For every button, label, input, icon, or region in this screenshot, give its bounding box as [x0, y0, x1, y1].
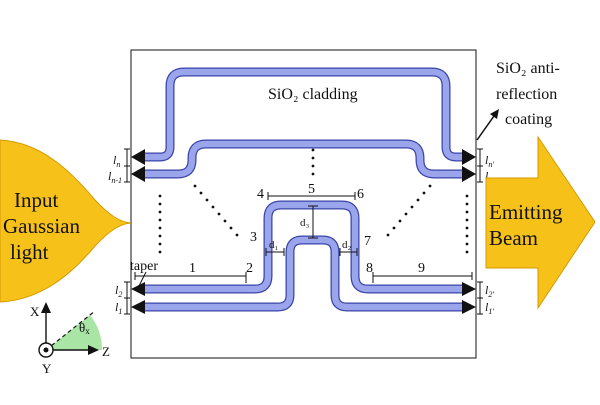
port-label-ln-left: ln — [113, 153, 120, 169]
waveguide-fills — [141, 68, 466, 311]
port-label-ln-right: ln′ — [485, 153, 494, 169]
coating-label-line2: reflection — [496, 86, 557, 103]
segment-label-7: 7 — [364, 234, 371, 249]
y-axis-dot — [43, 347, 49, 353]
segment-label-2: 2 — [246, 261, 253, 276]
output-label-line1: Emitting — [489, 200, 563, 224]
port-label-l2-right: l2′ — [485, 283, 494, 299]
port-label-l1-right: l1′ — [485, 300, 494, 316]
taper-ln1-left — [131, 166, 145, 182]
dimension-lines — [134, 192, 473, 283]
port-label-l2-left: l2 — [115, 283, 122, 299]
axis-label-z: Z — [102, 344, 110, 359]
port-brackets — [124, 148, 483, 315]
segment-label-5: 5 — [308, 182, 315, 197]
taper-l1-right — [462, 300, 476, 314]
port-label-l1-left: l1 — [115, 300, 122, 316]
dimension-label-d2: d₂ — [342, 239, 352, 251]
input-gaussian-shape — [0, 139, 132, 303]
segment-label-4: 4 — [257, 187, 264, 202]
taper-ln-left — [131, 149, 145, 165]
left-tapers — [131, 149, 145, 314]
taper-l2-right — [462, 282, 476, 296]
z-axis-arrowhead — [88, 345, 99, 355]
coating-label-line1: SiO₂ anti- — [496, 60, 560, 77]
taper-ln1-right — [462, 166, 476, 182]
waveguide-1 — [141, 236, 466, 311]
coating-label-line3: coating — [505, 111, 552, 128]
coordinate-axes — [38, 302, 103, 358]
taper-l2-left — [131, 282, 145, 296]
input-label-line2: Gaussian — [3, 214, 80, 238]
segment-label-1: 1 — [189, 261, 196, 276]
output-label-line2: Beam — [489, 226, 538, 250]
waveguide-2 — [141, 201, 466, 293]
angle-label: θx — [79, 320, 90, 336]
ellipsis-dots — [158, 148, 469, 254]
input-label-line1: Input — [14, 188, 58, 212]
waveguide-n — [141, 68, 466, 161]
dots-left-vertical — [158, 194, 162, 254]
emitting-beam-arrow — [485, 135, 596, 310]
taper-l1-left — [131, 300, 145, 314]
waveguide-array — [140, 67, 467, 312]
right-tapers — [462, 149, 476, 314]
dimension-label-d3: d₃ — [300, 217, 310, 229]
port-label-ln1-left: ln-1 — [108, 169, 122, 185]
axis-label-y: Y — [42, 361, 52, 376]
input-label-line3: light — [10, 240, 49, 264]
taper-ln-right — [462, 149, 476, 165]
segment-label-8: 8 — [366, 261, 373, 276]
dots-center-vertical — [311, 148, 315, 176]
segment-label-6: 6 — [357, 187, 364, 202]
taper-pointer — [138, 271, 147, 287]
taper-label: taper — [130, 259, 158, 274]
dots-right-vertical — [465, 194, 469, 254]
angle-ray — [45, 310, 96, 351]
waveguide-n-1 — [141, 140, 466, 178]
x-axis-arrowhead — [41, 302, 51, 313]
segment-label-9: 9 — [418, 261, 425, 276]
segment-label-3: 3 — [250, 230, 257, 245]
dots-right-diagonal — [386, 184, 432, 237]
coating-arrow-head — [490, 109, 499, 119]
cladding-label: SiO₂ cladding — [268, 86, 358, 103]
dots-left-diagonal — [193, 184, 239, 237]
dimension-label-d1: d₁ — [269, 239, 279, 251]
chip-outline — [130, 49, 477, 359]
coating-arrow — [476, 115, 495, 141]
angle-wedge — [46, 315, 103, 350]
axis-label-x: X — [30, 304, 40, 319]
